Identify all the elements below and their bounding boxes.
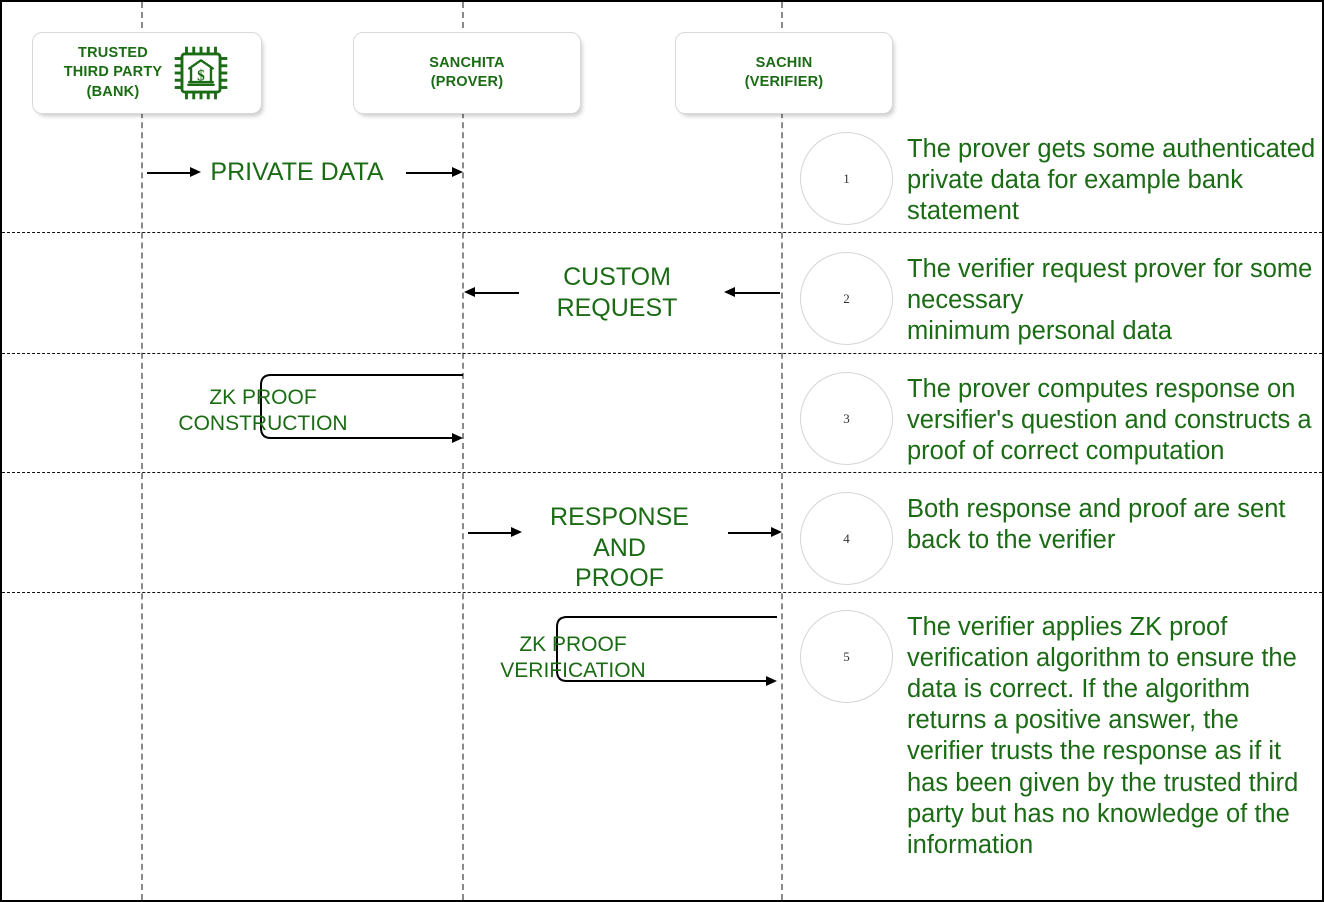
arrowhead-response-proof-right — [771, 527, 782, 537]
lifeline-prover — [462, 2, 464, 900]
note-2: 2 The verifier request prover for some n… — [800, 252, 1322, 347]
svg-text:$: $ — [197, 67, 205, 84]
note-number-circle-4: 4 — [800, 492, 893, 585]
selfloop-zk-proof-verification — [550, 614, 790, 694]
arrow-custom-request-left-segment — [474, 292, 519, 294]
lifeline-trusted-third-party — [141, 2, 143, 900]
arrow-private-data-left-segment — [147, 172, 192, 174]
actor-label-prover: SANCHITA (PROVER) — [429, 54, 505, 90]
message-label-response-and-proof: RESPONSE AND PROOF — [550, 503, 689, 592]
bank-chip-icon: $ — [175, 46, 228, 100]
note-text-5: The verifier applies ZK proof verificati… — [907, 613, 1299, 859]
arrowhead-private-data-right — [452, 167, 463, 177]
note-3: 3 The prover computes response on versif… — [800, 372, 1312, 467]
arrowhead-custom-request-right — [724, 287, 735, 297]
row-separator-3 — [2, 472, 1322, 473]
note-text-1: The prover gets some authenticated priva… — [907, 135, 1316, 226]
message-label-private-data: PRIVATE DATA — [210, 158, 384, 186]
note-number-circle-5: 5 — [800, 610, 893, 703]
arrow-response-proof-left-segment — [468, 532, 513, 534]
note-5: 5 The verifier applies ZK proof verifica… — [800, 610, 1310, 861]
row-separator-1 — [2, 232, 1322, 233]
arrow-custom-request-right-segment — [734, 292, 780, 294]
arrowhead-response-proof-left — [511, 527, 522, 537]
note-number-circle-2: 2 — [800, 252, 893, 345]
arrowhead-private-data-left — [190, 167, 201, 177]
note-text-4: Both response and proof are sent back to… — [907, 495, 1286, 555]
note-4: 4 Both response and proof are sent back … — [800, 492, 1322, 585]
arrowhead-custom-request-left — [464, 287, 475, 297]
actor-box-trusted-third-party[interactable]: TRUSTED THIRD PARTY (BANK) — [32, 32, 262, 114]
actor-box-verifier[interactable]: SACHIN (VERIFIER) — [675, 32, 893, 114]
note-number-circle-1: 1 — [800, 132, 893, 225]
actor-label-verifier: SACHIN (VERIFIER) — [744, 54, 824, 90]
note-number-circle-3: 3 — [800, 372, 893, 465]
message-label-zk-proof-verification: ZK PROOF VERIFICATION — [500, 633, 646, 682]
note-text-2: The verifier request prover for some nec… — [907, 255, 1313, 346]
message-label-zk-proof-construction: ZK PROOF CONSTRUCTION — [178, 386, 348, 435]
arrow-response-proof-right-segment — [728, 532, 773, 534]
actor-box-prover[interactable]: SANCHITA (PROVER) — [353, 32, 581, 114]
actor-label-trusted-third-party: TRUSTED THIRD PARTY (BANK) — [63, 45, 163, 100]
lifeline-verifier — [781, 2, 783, 900]
row-separator-2 — [2, 353, 1322, 354]
selfloop-zk-proof-construction — [252, 372, 477, 450]
row-separator-4 — [2, 592, 1322, 593]
note-1: 1 The prover gets some authenticated pri… — [800, 132, 1322, 227]
message-label-custom-request: CUSTOM REQUEST — [556, 263, 678, 322]
note-text-3: The prover computes response on versifie… — [907, 375, 1312, 466]
arrow-private-data-right-segment — [406, 172, 454, 174]
